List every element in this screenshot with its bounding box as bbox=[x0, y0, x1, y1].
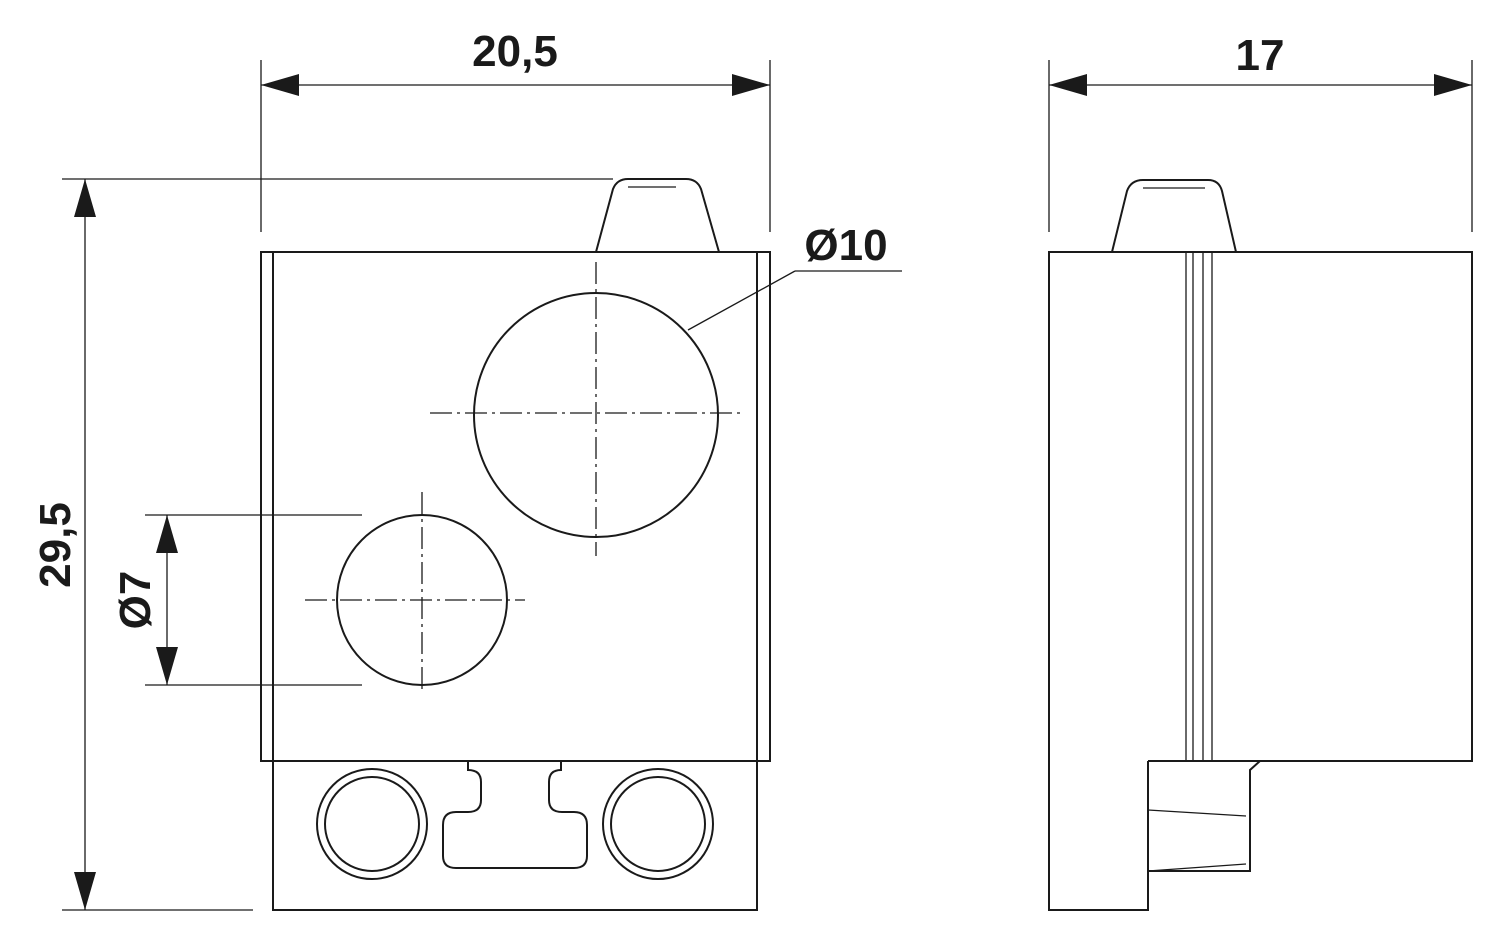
side-view bbox=[1048, 179, 1473, 911]
dimension-large-hole: Ø10 bbox=[687, 221, 902, 331]
arrowhead bbox=[156, 647, 178, 685]
base-right-terminal-outer bbox=[602, 768, 714, 880]
leader-line bbox=[687, 270, 796, 331]
side-body-outline bbox=[1048, 251, 1473, 911]
arrowhead bbox=[1049, 74, 1087, 96]
arrowhead bbox=[156, 515, 178, 553]
small-hole-label: Ø7 bbox=[111, 571, 160, 630]
height-label: 29,5 bbox=[31, 502, 80, 588]
front-base-outline bbox=[272, 761, 758, 911]
front-top-latch bbox=[595, 178, 720, 253]
arrowhead bbox=[261, 74, 299, 96]
dimension-small-hole: Ø7 bbox=[111, 514, 362, 686]
side-top-latch bbox=[1111, 179, 1237, 253]
base-center-slot bbox=[442, 761, 588, 869]
arrowhead bbox=[74, 179, 96, 217]
dimension-front-width: 20,5 bbox=[260, 27, 771, 232]
front-view bbox=[260, 178, 771, 911]
base-left-terminal-inner bbox=[324, 776, 420, 872]
side-clip-lines bbox=[1147, 809, 1247, 872]
front-body-outline bbox=[260, 251, 771, 762]
dimension-height: 29,5 bbox=[31, 178, 613, 911]
side-width-label: 17 bbox=[1236, 31, 1285, 80]
arrowhead bbox=[732, 74, 770, 96]
front-width-label: 20,5 bbox=[472, 27, 558, 76]
arrowhead bbox=[74, 872, 96, 910]
base-right-terminal-inner bbox=[610, 776, 706, 872]
large-hole-label: Ø10 bbox=[804, 221, 887, 270]
base-left-terminal-outer bbox=[316, 768, 428, 880]
dimension-side-width: 17 bbox=[1048, 31, 1473, 232]
arrowhead bbox=[1434, 74, 1472, 96]
